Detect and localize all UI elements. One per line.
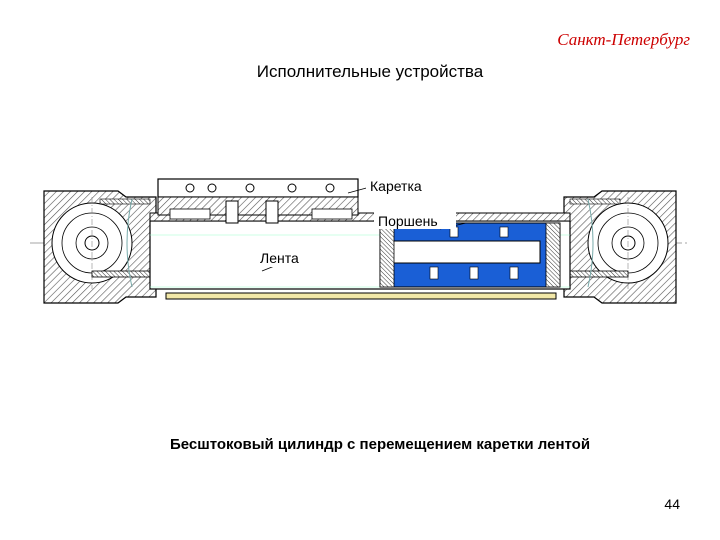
carriage [157,178,359,224]
page-number: 44 [664,496,680,512]
carriage-label: Каретка [370,178,422,194]
figure-caption: Бесштоковый цилиндр с перемещением карет… [169,436,591,453]
right-end-cap [561,190,677,304]
rodless-cylinder-diagram: Каретка Поршень Лента [30,175,690,310]
left-end-cap [43,190,159,304]
city-header: Санкт-Петербург [557,30,690,49]
band-path-left [126,198,133,288]
section-title: Исполнительные устройства [256,62,484,81]
piston-label: Поршень [378,213,438,229]
band-path-right [587,198,594,288]
sealing-band-strip [165,292,557,300]
band-label: Лента [260,250,299,266]
piston [379,222,561,288]
